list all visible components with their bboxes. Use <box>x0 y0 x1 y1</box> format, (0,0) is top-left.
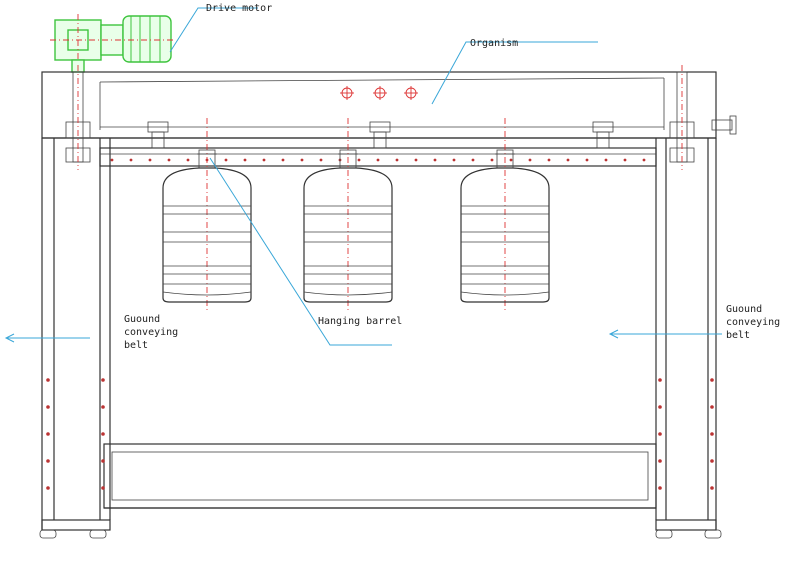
rail-bolt <box>281 158 285 162</box>
rail-bolt <box>243 158 247 162</box>
rail-bolt <box>262 158 266 162</box>
rail-bolt <box>167 158 171 162</box>
right-column <box>655 138 722 539</box>
column-bolt <box>658 378 662 382</box>
hanging-rail <box>99 147 657 167</box>
rail-bolt <box>186 158 190 162</box>
rail-bolt <box>414 158 418 162</box>
column-bolt <box>710 405 714 409</box>
rail-bolt <box>357 158 361 162</box>
rail-bolt <box>433 158 437 162</box>
left-belt-line-3: belt <box>124 340 148 351</box>
hanging-barrels <box>162 149 550 303</box>
column-bolt <box>710 432 714 436</box>
drive-motor <box>50 14 176 73</box>
organism-label: Organism <box>470 38 518 49</box>
rail-bolt <box>129 158 133 162</box>
right-belt-label: Guound conveying belt <box>726 304 780 341</box>
rail-bolt <box>300 158 304 162</box>
column-bolt <box>658 459 662 463</box>
column-bolt <box>101 459 105 463</box>
column-bolt <box>658 432 662 436</box>
column-bolt <box>101 432 105 436</box>
hanging-barrel <box>162 149 252 303</box>
column-bolt <box>46 378 50 382</box>
hanging-barrel <box>303 149 393 303</box>
rail-bolt <box>623 158 627 162</box>
column-bolt <box>101 378 105 382</box>
rail-bolt <box>224 158 228 162</box>
rail-bolt <box>604 158 608 162</box>
right-belt-line-1: Guound <box>726 304 762 315</box>
right-belt-line-3: belt <box>726 330 750 341</box>
rail-bolts <box>110 158 646 162</box>
rail-bolt <box>452 158 456 162</box>
left-belt-line-2: conveying <box>124 327 178 338</box>
hanging-barrel-label: Hanging barrel <box>318 316 402 327</box>
column-bolt <box>658 405 662 409</box>
shafts <box>65 65 737 170</box>
right-belt-line-2: conveying <box>726 317 780 328</box>
top-frame <box>41 71 717 139</box>
rail-bolt <box>585 158 589 162</box>
rail-bolt <box>566 158 570 162</box>
rail-bolt <box>642 158 646 162</box>
column-bolt <box>46 432 50 436</box>
rail-bolt <box>376 158 380 162</box>
hanging-barrel <box>460 149 550 303</box>
column-bolt <box>101 486 105 490</box>
column-bolt <box>658 486 662 490</box>
rail-bolt <box>528 158 532 162</box>
left-belt-line-1: Guound <box>124 314 160 325</box>
leader-lines <box>4 7 722 346</box>
column-bolts <box>46 378 714 490</box>
column-bolt <box>710 378 714 382</box>
column-bolt <box>710 459 714 463</box>
rail-bolt <box>319 158 323 162</box>
rail-bolt <box>148 158 152 162</box>
rail-bolt <box>490 158 494 162</box>
organism-symbols <box>340 86 418 100</box>
column-bolt <box>101 405 105 409</box>
rail-bolt <box>509 158 513 162</box>
drive-motor-label: Drive motor <box>206 3 272 14</box>
column-bolt <box>46 486 50 490</box>
rail-bolt <box>471 158 475 162</box>
bottom-conveyor <box>103 443 657 509</box>
left-column <box>39 138 111 539</box>
rail-bolt <box>395 158 399 162</box>
rail-hangers <box>147 121 614 149</box>
column-bolt <box>710 486 714 490</box>
column-bolt <box>46 405 50 409</box>
column-bolt <box>46 459 50 463</box>
rail-bolt <box>547 158 551 162</box>
rail-bolt <box>110 158 114 162</box>
left-belt-label: Guound conveying belt <box>124 314 178 351</box>
